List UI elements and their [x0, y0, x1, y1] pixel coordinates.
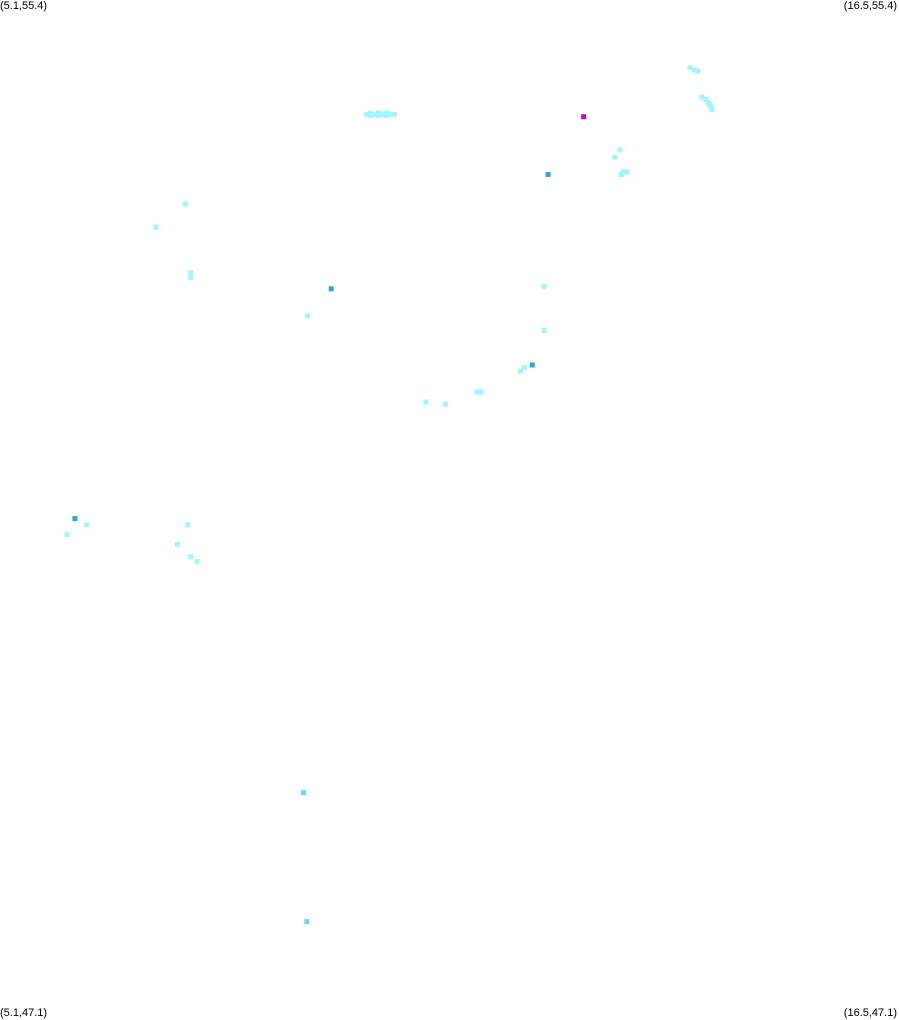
corner-label-top-right: (16.5,55.4) — [843, 0, 897, 12]
data-point-light — [185, 522, 191, 528]
data-point-dark — [545, 172, 551, 177]
data-point-light — [521, 364, 527, 370]
data-point-medium — [304, 919, 310, 925]
data-point-light — [541, 328, 547, 334]
data-point-light — [695, 68, 701, 74]
data-point-light — [624, 169, 630, 175]
data-point-light — [84, 522, 90, 528]
data-point-light — [541, 283, 547, 289]
data-point-light — [188, 270, 194, 276]
data-point-light — [380, 111, 385, 117]
data-point-light — [188, 275, 194, 281]
data-point-light — [376, 113, 381, 118]
data-point-light — [387, 111, 393, 117]
data-point-dark — [72, 516, 78, 522]
data-point-light — [423, 399, 429, 405]
data-point-highlight — [581, 114, 587, 120]
data-point-light — [687, 65, 693, 71]
data-point-light — [709, 106, 715, 112]
data-point-light — [699, 94, 705, 100]
data-point-light — [383, 113, 389, 118]
data-point-light — [153, 224, 159, 230]
data-point-medium — [301, 790, 307, 796]
data-point-light — [691, 67, 697, 73]
data-point-light — [372, 111, 378, 117]
data-point-dark — [529, 362, 535, 368]
data-point-light — [188, 554, 194, 560]
data-point-light — [174, 541, 180, 547]
corner-label-bottom-left: (5.1,47.1) — [0, 1007, 48, 1019]
data-point-light — [617, 147, 623, 153]
corner-label-bottom-right: (16.5,47.1) — [843, 1007, 897, 1019]
data-point-light — [478, 389, 484, 395]
data-point-light — [64, 532, 70, 538]
data-point-light — [518, 368, 523, 374]
data-point-light — [443, 401, 449, 407]
data-point-light — [305, 313, 311, 319]
data-point-light — [368, 113, 374, 118]
data-point-light — [194, 559, 200, 565]
corner-label-top-left: (5.1,55.4) — [0, 0, 48, 12]
data-point-light — [364, 111, 370, 117]
data-point-light — [391, 111, 397, 117]
data-point-light — [182, 201, 188, 207]
data-point-dark — [328, 286, 334, 292]
data-point-light — [612, 154, 618, 160]
data-point-light — [474, 389, 480, 395]
data-point-light — [618, 172, 624, 177]
